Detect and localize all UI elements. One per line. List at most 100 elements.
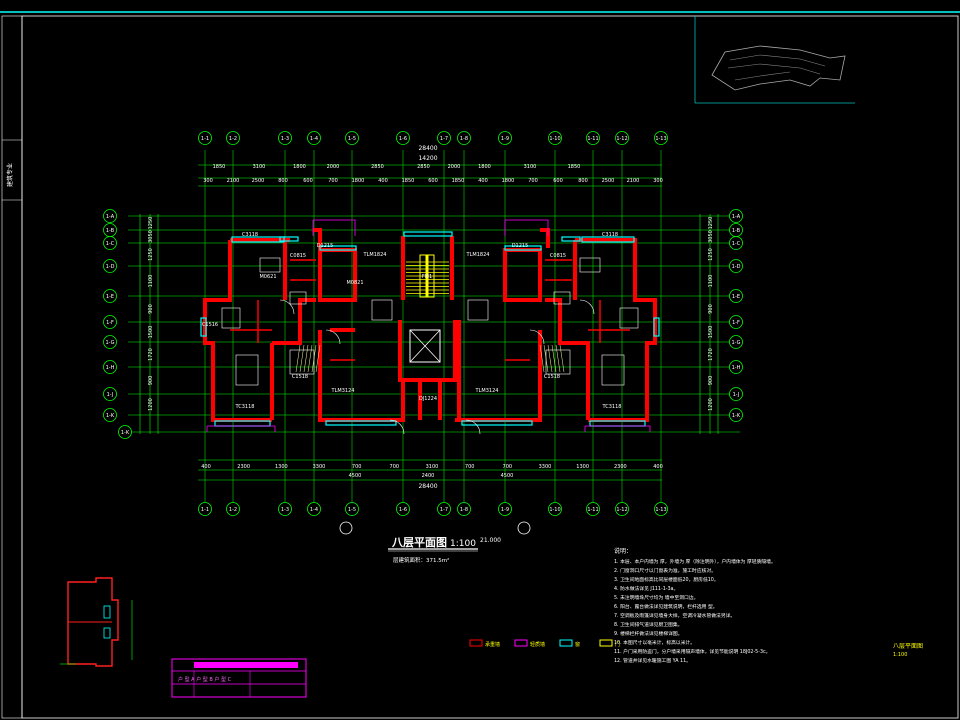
room-label: C3118 xyxy=(602,232,618,238)
ramp-hatch xyxy=(543,344,549,373)
note-item: 1. 本层、本户内墙为 厚，外墙为 厚（除注明外），户内墙体为 厚轻质隔墙。 xyxy=(614,558,776,565)
window xyxy=(231,236,285,243)
axis-bubble-circle xyxy=(437,502,451,516)
axis-bubble-circle xyxy=(226,502,240,516)
axis-bubble-label: 1-8 xyxy=(460,507,468,513)
fixture xyxy=(289,291,307,305)
axis-top-7: 1-8 xyxy=(457,131,471,145)
axis-bubble-label: 1-3 xyxy=(281,136,289,142)
dim-top-1: 2000 xyxy=(327,164,340,170)
room-label: M0621 xyxy=(259,274,276,280)
axis-bottom-7: 1-8 xyxy=(457,502,471,516)
axis-bubble-circle xyxy=(498,502,512,516)
axis-bubble-circle xyxy=(103,335,117,349)
axis-bubble-circle xyxy=(103,289,117,303)
axis-bubble-label: 1-E xyxy=(106,294,114,300)
window xyxy=(319,245,357,251)
axis-bubble-circle xyxy=(118,425,132,439)
elevator-cross xyxy=(409,329,441,363)
dim-bottom-1: 400 xyxy=(201,464,211,470)
dim-bottom-2: 2400 xyxy=(422,473,435,479)
axis-bubble-label: 1-11 xyxy=(587,507,598,513)
fixture xyxy=(221,307,241,329)
axis-bubble-circle xyxy=(457,131,471,145)
axis-bubble-label: 1-D xyxy=(106,264,115,270)
axis-bubble-label: 1-D xyxy=(732,264,741,270)
axis-left-1: 1-B xyxy=(103,223,117,237)
dim-right: 1100 xyxy=(708,275,714,288)
dim-left: 1200 xyxy=(148,398,154,411)
title-block-frame xyxy=(171,658,307,698)
overall-dim-bottom: 28400 xyxy=(418,483,437,490)
axis-bubble-label: 1-13 xyxy=(655,507,666,513)
dim-bottom-1: 1300 xyxy=(576,464,589,470)
axis-bubble-circle xyxy=(654,502,668,516)
axis-right-0: 1-A xyxy=(729,209,743,223)
key-plan-building-outline xyxy=(711,45,846,91)
dim-left: 1250 xyxy=(148,248,154,261)
axis-bubble-label: 1-5 xyxy=(348,136,356,142)
unit-key-outline xyxy=(67,577,119,667)
axis-right-2: 1-C xyxy=(729,236,743,250)
dim-top-1: 1800 xyxy=(478,164,491,170)
fixture xyxy=(467,299,489,321)
dim-top-2: 400 xyxy=(378,178,388,184)
wall xyxy=(455,330,542,422)
room-label: M0821 xyxy=(346,280,363,286)
axis-bubble-label: 1-6 xyxy=(399,136,407,142)
legend: 承重墙轻质墙窗门 xyxy=(469,639,620,648)
axis-bubble-label: 1-H xyxy=(106,365,115,371)
dim-top-2: 600 xyxy=(428,178,438,184)
axis-right-7: 1-H xyxy=(729,360,743,374)
dim-bottom-1: 1300 xyxy=(275,464,288,470)
axis-top-5: 1-6 xyxy=(396,131,410,145)
axis-bubble-circle xyxy=(729,335,743,349)
axis-bubble-circle xyxy=(278,502,292,516)
legend-label: 窗 xyxy=(575,641,580,648)
axis-top-9: 1-10 xyxy=(548,131,562,145)
axis-bubble-label: 1-1 xyxy=(201,136,209,142)
dim-right: 1250 xyxy=(708,248,714,261)
dim-bottom-1: 700 xyxy=(465,464,475,470)
window xyxy=(403,231,453,237)
dim-top-2: 1850 xyxy=(452,178,465,184)
axis-bubble-circle xyxy=(103,315,117,329)
axis-bubble-label: 1-3 xyxy=(281,507,289,513)
axis-bubble-circle xyxy=(198,502,212,516)
room-label: C1516 xyxy=(202,322,218,328)
note-item: 9. 楼梯栏杆做法详见楼梯详图。 xyxy=(614,630,682,637)
axis-bubble-label: 1-G xyxy=(731,340,740,346)
room-label: FM1 xyxy=(422,274,432,280)
door-swing xyxy=(279,299,295,315)
door-swing xyxy=(529,329,545,345)
axis-bubble-circle xyxy=(729,360,743,374)
window xyxy=(504,245,542,251)
dim-bottom-2: 4500 xyxy=(501,473,514,479)
axis-bubble-circle xyxy=(396,502,410,516)
dim-top-2: 1850 xyxy=(402,178,415,184)
axis-bubble-label: 1-G xyxy=(105,340,114,346)
dim-bottom-1: 3300 xyxy=(539,464,552,470)
axis-bubble-label: 1-6 xyxy=(399,507,407,513)
note-item: 4. 防水做法详见 J111-1-3a。 xyxy=(614,585,678,592)
dim-left: 3050 xyxy=(148,230,154,243)
legend-swatch xyxy=(559,639,573,647)
fixture xyxy=(553,291,571,305)
dim-right: 900 xyxy=(708,304,714,314)
dim-bottom-1: 700 xyxy=(503,464,513,470)
fixture xyxy=(259,257,281,273)
dim-top-2: 800 xyxy=(278,178,288,184)
key-plan xyxy=(694,16,855,104)
dim-top-2: 800 xyxy=(578,178,588,184)
axis-bubble-label: 1-10 xyxy=(549,136,560,142)
axis-bottom-1: 1-2 xyxy=(226,502,240,516)
axis-bubble-label: 1-1 xyxy=(201,507,209,513)
axis-left-3: 1-D xyxy=(103,259,117,273)
axis-bubble-label: 1-C xyxy=(106,241,115,247)
legend-label: 门 xyxy=(615,641,620,648)
dim-left: 900 xyxy=(148,304,154,314)
fixture xyxy=(579,257,601,273)
ramp-hatch xyxy=(295,344,301,373)
